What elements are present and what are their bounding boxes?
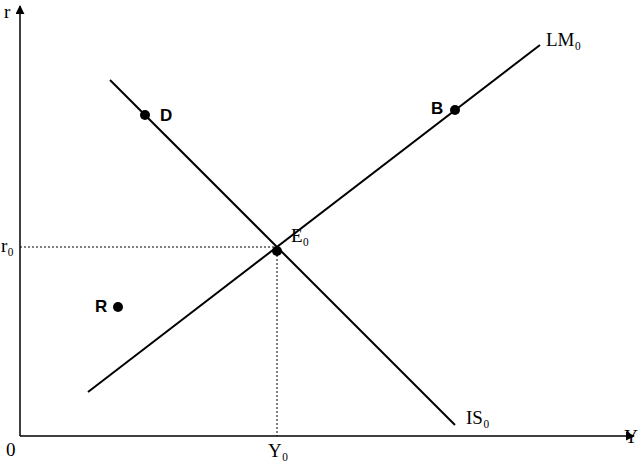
- r-axis: [19, 6, 21, 436]
- y0-guide: [277, 247, 278, 436]
- point-d: [140, 110, 150, 120]
- point-e0: [272, 246, 282, 256]
- r0-guide: [20, 247, 277, 248]
- axis-label: r: [4, 2, 10, 21]
- is-curve: [110, 80, 455, 425]
- curve-label: LM₀: [546, 30, 581, 49]
- point-label: R: [95, 298, 107, 315]
- axis-label: Y: [624, 427, 638, 446]
- lm-curve: [88, 45, 540, 392]
- point-r: [113, 302, 123, 312]
- curve-label: IS₀: [466, 408, 490, 427]
- point-label: D: [160, 107, 172, 124]
- axis-value: Y₀: [268, 441, 288, 460]
- y-axis: [20, 435, 634, 437]
- axis-value: r₀: [1, 236, 14, 255]
- point-b: [450, 105, 460, 115]
- origin-label: 0: [6, 440, 16, 459]
- point-label: E₀: [291, 226, 309, 245]
- point-label: B: [431, 100, 443, 117]
